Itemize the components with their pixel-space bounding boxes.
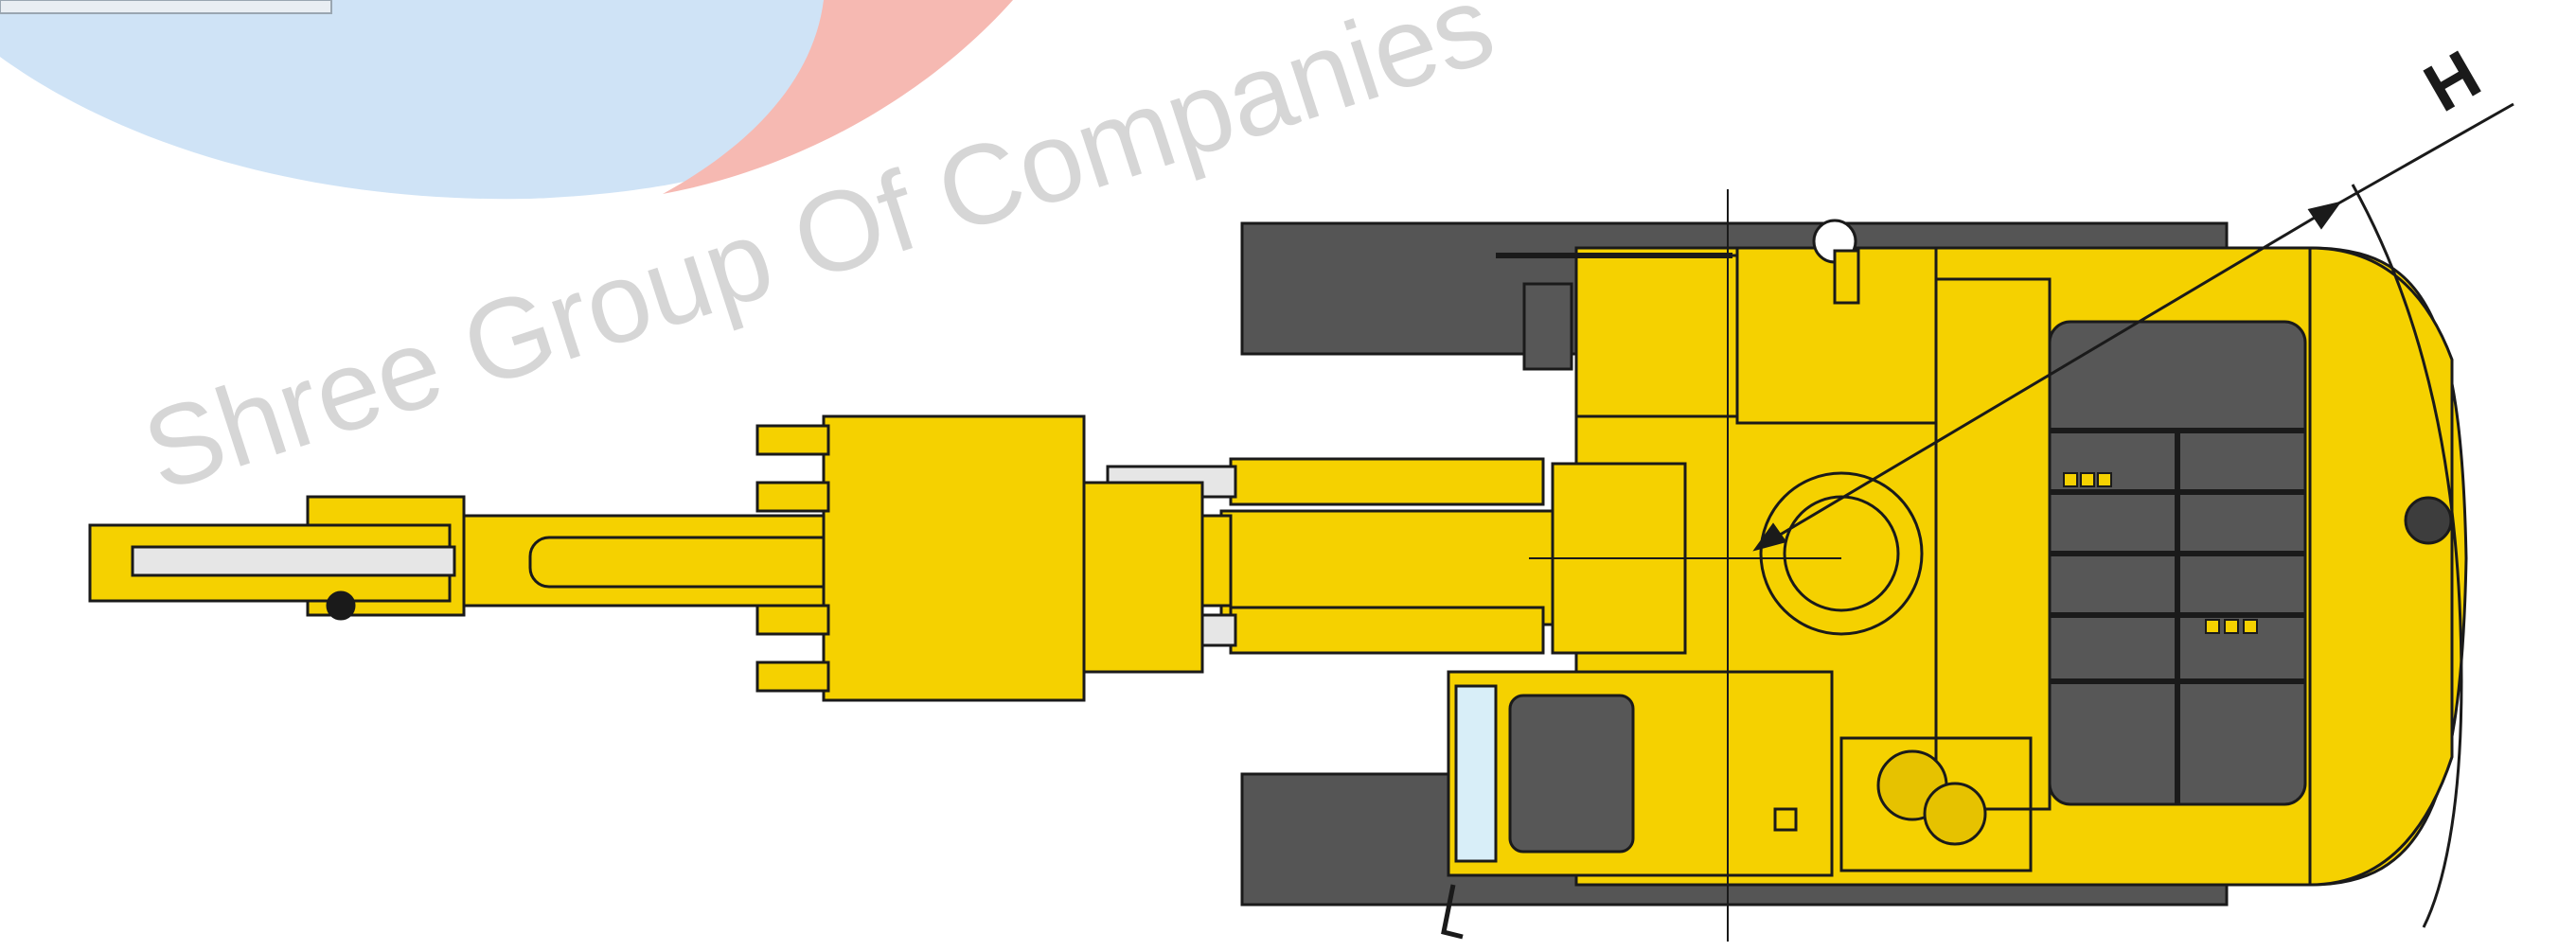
watermark-logo-blue-swoosh bbox=[0, 0, 966, 200]
bucket-teeth bbox=[755, 424, 830, 693]
bucket-cylinder-rod bbox=[131, 545, 456, 577]
dimension-h-arc bbox=[2351, 184, 2463, 928]
rear-beacon bbox=[2404, 496, 2453, 545]
counterweight bbox=[2308, 246, 2454, 887]
exhaust-base bbox=[1833, 249, 1860, 305]
dimension-h-arrow-base bbox=[1752, 522, 1787, 552]
swing-circle-inner bbox=[1783, 495, 1900, 612]
cab-body bbox=[1447, 670, 1834, 877]
bucket-body bbox=[822, 414, 1086, 702]
cab-mirror bbox=[1441, 884, 1464, 940]
dimension-h-extension bbox=[2337, 102, 2514, 205]
bucket bbox=[755, 414, 1086, 702]
hydraulic-pump-2 bbox=[1923, 782, 1987, 846]
boom-cylinder-upper-barrel bbox=[1229, 457, 1545, 506]
watermark-logo bbox=[0, 0, 1013, 200]
engine-cover-grid bbox=[2050, 428, 2305, 804]
dimension-h bbox=[1752, 102, 2514, 928]
engine-vents bbox=[2063, 472, 2258, 634]
dimension-h-arrow-tip bbox=[2307, 201, 2342, 230]
cab-small-box bbox=[1773, 807, 1798, 832]
bottom-housing bbox=[1839, 736, 2033, 872]
step-ladder bbox=[1522, 282, 1573, 371]
center-lines bbox=[1529, 189, 1841, 942]
operator-cab bbox=[1441, 670, 1834, 940]
boom-cylinder-lower-barrel bbox=[1229, 606, 1545, 655]
dimension-h-label: H bbox=[2412, 37, 2493, 127]
cab-front-glass bbox=[1454, 684, 1498, 863]
dimension-h-line bbox=[1755, 202, 2339, 551]
watermark-logo-red-swoosh bbox=[663, 0, 1013, 194]
watermark-logo-corner-box bbox=[0, 0, 332, 14]
side-housing-strip bbox=[1934, 277, 2052, 811]
fuel-tank bbox=[1574, 254, 1739, 418]
cab-roof-window bbox=[1508, 694, 1635, 854]
arm-pin bbox=[326, 590, 356, 621]
